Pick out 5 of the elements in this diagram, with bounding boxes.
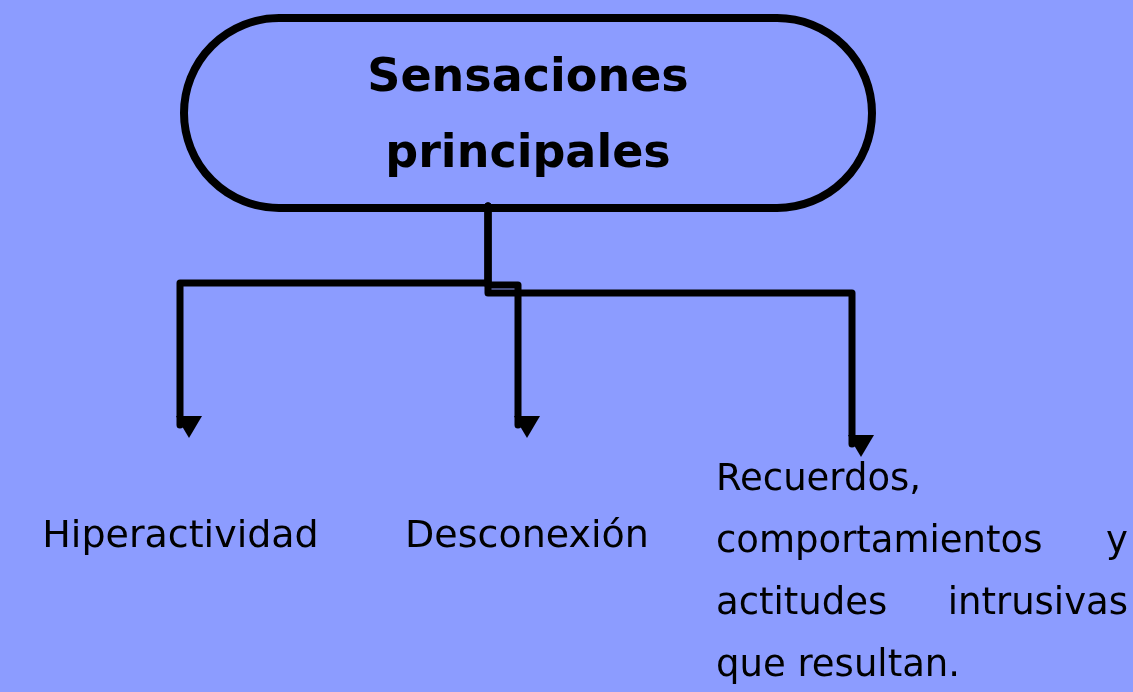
concept-text: Hiperactividad [8, 428, 353, 563]
concept-text: Recuerdos, comportamientos y actitudes intrusivas que resultan. [716, 447, 1128, 692]
title-pill: Sensaciones principales [180, 14, 876, 212]
concept-text: Desconexión [372, 428, 682, 563]
arrow [484, 202, 874, 457]
